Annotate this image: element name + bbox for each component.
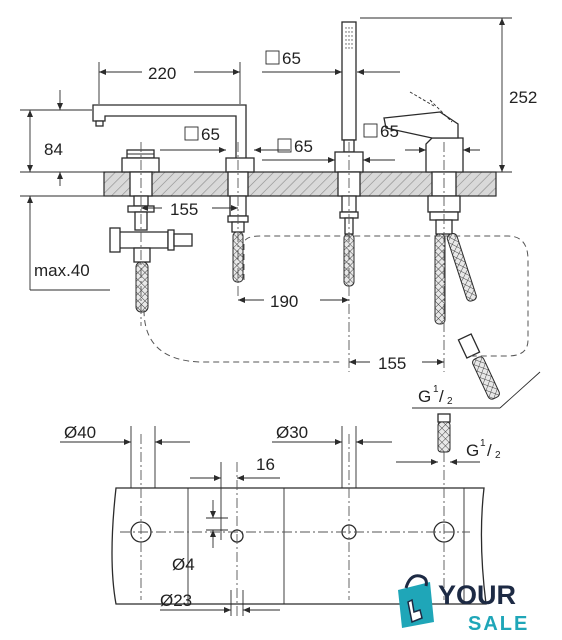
hole-pattern-view: Ø40 Ø30 16 Ø4 Ø23 G 1 / [60, 413, 501, 618]
connection-handshower [337, 171, 361, 287]
svg-text:2: 2 [447, 396, 453, 407]
shopping-bag-icon [398, 582, 434, 628]
dim-hole-offset: 16 [256, 455, 275, 474]
dim-spacing-mid: 190 [270, 292, 298, 311]
dim-handshower-square: 65 [282, 49, 301, 68]
hose-routing-left [143, 309, 340, 363]
deck-outline [111, 487, 487, 605]
thread-fitting: G 1 / 2 [396, 413, 501, 465]
hand-cursor-icon [407, 598, 423, 624]
hose-mixer-b [446, 232, 477, 302]
spout [92, 104, 247, 173]
dim-hole-large-1: Ø40 [64, 423, 96, 442]
svg-text:1: 1 [433, 384, 439, 395]
thread-label-upper: G 1 / 2 [412, 371, 541, 409]
dim-valve-square: 65 [294, 137, 313, 156]
dim-spacing-left: 155 [170, 200, 198, 219]
logo-word-your: YOUR [438, 580, 516, 610]
dim-total-height: 252 [509, 88, 537, 107]
dim-spout-base-square: 65 [201, 125, 220, 144]
svg-text:/: / [487, 441, 492, 460]
dim-hole-small: Ø4 [172, 555, 195, 574]
logo-word-sale: SALE [468, 613, 529, 635]
connection-left [109, 171, 193, 313]
dim-max-deck: max.40 [34, 261, 90, 280]
svg-text:G: G [418, 387, 431, 406]
svg-text:/: / [439, 387, 444, 406]
connection-mixer [427, 171, 500, 400]
deck-section [103, 171, 497, 197]
dim-spout-height: 84 [44, 140, 63, 159]
hose-left [135, 261, 149, 313]
dim-handle-square: 65 [380, 122, 399, 141]
svg-text:G: G [466, 441, 479, 460]
dim-spacing-right: 155 [378, 354, 406, 373]
dim-hole-medium: Ø23 [160, 591, 192, 610]
hose-mixer-a [434, 233, 446, 325]
dim-spout-reach: 220 [148, 64, 176, 83]
svg-text:1: 1 [480, 438, 486, 449]
hose-mixer-out [472, 356, 500, 400]
your-sale-logo: YOUR SALE [398, 574, 529, 635]
elevation-view: 220 65 252 84 65 65 65 [20, 17, 546, 409]
hose-routing-right [243, 235, 529, 357]
svg-text:2: 2 [495, 450, 501, 461]
dim-hole-large-2: Ø30 [276, 423, 308, 442]
left-valve-cap [121, 149, 160, 173]
spout-base [225, 157, 255, 173]
